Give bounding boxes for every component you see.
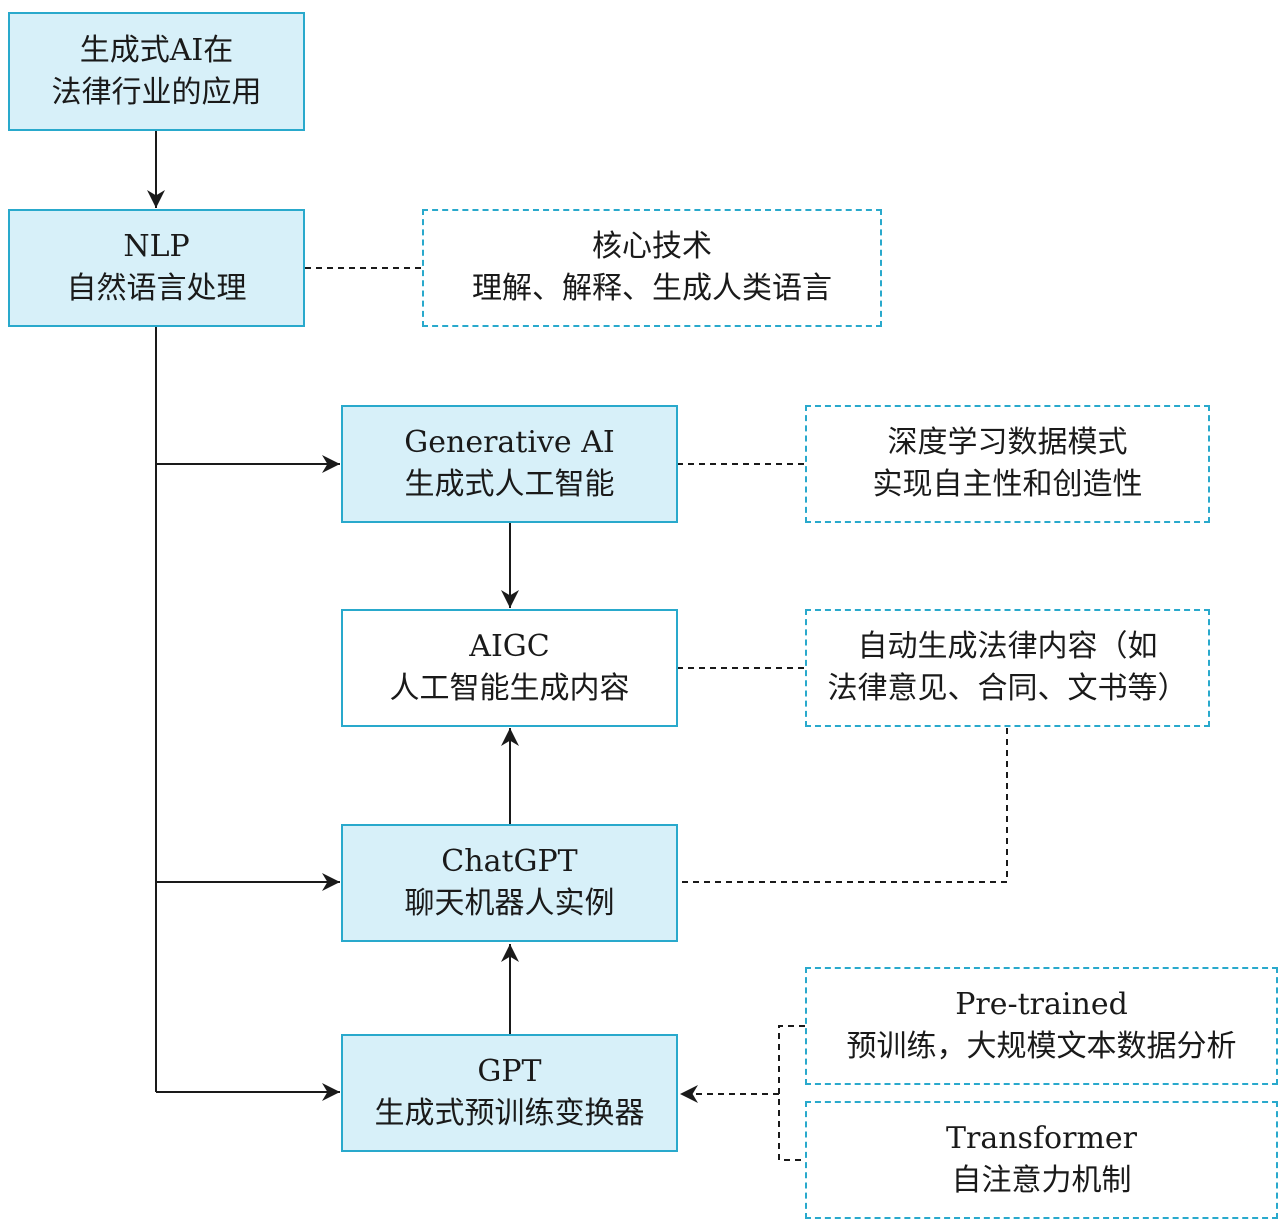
pretrained-line2: 预训练，大规模文本数据分析 [846, 1029, 1237, 1064]
chatgpt-node: ChatGPT 聊天机器人实例 [341, 824, 678, 942]
transformer-line2: 自注意力机制 [951, 1163, 1132, 1198]
nlp-line2: 自然语言处理 [66, 271, 247, 306]
genai-note-line2: 实现自主性和创造性 [872, 467, 1143, 502]
genai-line2: 生成式人工智能 [404, 467, 615, 502]
root-title-line2: 法律行业的应用 [51, 74, 262, 110]
nlp-node: NLP 自然语言处理 [8, 209, 305, 327]
nlp-note-line2: 理解、解释、生成人类语言 [472, 271, 832, 306]
transformer-line1: Transformer [945, 1121, 1137, 1156]
genai-note-line1: 深度学习数据模式 [887, 425, 1128, 460]
aigc-note-line2: 法律意见、合同、文书等） [827, 671, 1188, 706]
aigc-line1: AIGC [469, 629, 550, 664]
nlp-line1: NLP [123, 229, 190, 264]
nlp-note: 核心技术 理解、解释、生成人类语言 [422, 209, 882, 327]
dash-aigc-note-to-chatgpt [677, 728, 1008, 883]
pretrained-line1: Pre-trained [955, 987, 1128, 1022]
nlp-note-line1: 核心技术 [592, 229, 712, 264]
gpt-line2: 生成式预训练变换器 [374, 1096, 645, 1131]
genai-line1: Generative AI [404, 425, 615, 460]
chatgpt-line2: 聊天机器人实例 [404, 886, 615, 921]
dash-components-bracket [778, 1025, 805, 1161]
pretrained-note: Pre-trained 预训练，大规模文本数据分析 [805, 967, 1278, 1085]
aigc-node: AIGC 人工智能生成内容 [341, 609, 678, 727]
aigc-line2: 人工智能生成内容 [389, 671, 630, 706]
chatgpt-line1: ChatGPT [441, 844, 578, 879]
genai-node: Generative AI 生成式人工智能 [341, 405, 678, 523]
gpt-line1: GPT [477, 1054, 542, 1089]
gpt-node: GPT 生成式预训练变换器 [341, 1034, 678, 1152]
root-node: 生成式AI在 法律行业的应用 [8, 12, 305, 131]
genai-note: 深度学习数据模式 实现自主性和创造性 [805, 405, 1210, 523]
root-title-line1: 生成式AI在 [79, 32, 234, 68]
aigc-note: 自动生成法律内容（如 法律意见、合同、文书等） [805, 609, 1210, 727]
transformer-note: Transformer 自注意力机制 [805, 1101, 1278, 1219]
aigc-note-line1: 自动生成法律内容（如 [857, 629, 1158, 664]
